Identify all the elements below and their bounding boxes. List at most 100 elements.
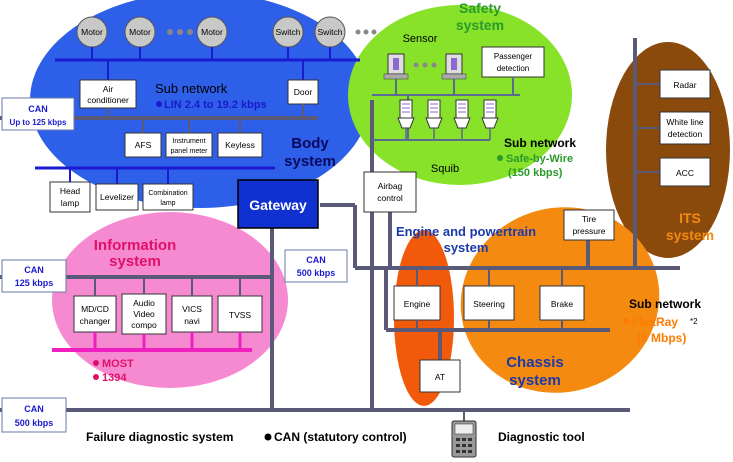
svg-text:pressure: pressure — [572, 226, 605, 236]
svg-text:panel meter: panel meter — [171, 148, 209, 155]
svg-text:Door: Door — [294, 87, 313, 97]
chassis-title-2: system — [509, 372, 561, 389]
svg-text:CAN: CAN — [24, 404, 44, 414]
svg-text:Gateway: Gateway — [249, 197, 307, 213]
safe-by-wire-label: Safe-by-Wire (150 kbps) — [497, 153, 573, 179]
svg-text:Safe-by-Wire: Safe-by-Wire — [506, 153, 573, 165]
white-line-detection-box: White line detection — [635, 111, 711, 145]
svg-text:Keyless: Keyless — [225, 140, 255, 150]
svg-text:LIN 2.4 to 19.2 kbps: LIN 2.4 to 19.2 kbps — [164, 99, 267, 111]
svg-text:conditioner: conditioner — [87, 95, 129, 105]
svg-text:lamp: lamp — [61, 198, 80, 208]
motor-2: Motor — [124, 16, 156, 48]
lin-label: LIN 2.4 to 19.2 kbps — [156, 99, 267, 111]
tvss-box: TVSS — [217, 295, 263, 333]
svg-text:Levelizer: Levelizer — [100, 192, 134, 202]
svg-text:FlexRay: FlexRay — [632, 315, 678, 329]
squib-icon — [397, 99, 415, 129]
svg-text:Motor: Motor — [201, 27, 223, 37]
svg-text:CAN: CAN — [306, 255, 326, 265]
motor-drops — [91, 47, 331, 60]
footer-tool: Diagnostic tool — [498, 430, 585, 444]
svg-text:Head: Head — [60, 186, 81, 196]
can-label-mid: CAN 500 kbps — [284, 249, 348, 283]
info-title-2: system — [109, 253, 161, 270]
sensor-icon — [441, 53, 467, 80]
motor-1: Motor — [76, 16, 108, 48]
engine-system-title-2: system — [444, 240, 489, 255]
ellipsis-dots — [355, 29, 377, 35]
svg-text:Switch: Switch — [275, 27, 300, 37]
switch-1: Switch — [272, 16, 304, 48]
svg-text:AT: AT — [435, 372, 445, 382]
steering-box: Steering — [463, 285, 515, 321]
svg-text:MOST: MOST — [102, 358, 134, 370]
svg-text:Audio: Audio — [133, 298, 155, 308]
safety-title-2: system — [456, 17, 504, 33]
svg-text:Air: Air — [103, 84, 114, 94]
svg-text:White line: White line — [666, 117, 704, 127]
chassis-drops — [416, 268, 563, 330]
squib-icon — [481, 99, 499, 129]
squib-drops — [405, 128, 491, 140]
keyless-box: Keyless — [217, 132, 263, 158]
ellipsis-dots — [413, 62, 437, 68]
switch-2: Switch — [314, 16, 346, 48]
can-label-bottom: CAN 500 kbps — [1, 397, 67, 433]
tire-pressure-box: Tire pressure — [563, 209, 615, 241]
chassis-subnet-title: Sub network — [629, 297, 701, 311]
chassis-title: Chassis — [506, 354, 564, 371]
svg-text:ACC: ACC — [676, 168, 694, 178]
md-cd-changer-box: MD/CD changer — [73, 295, 117, 333]
info-drops — [94, 277, 241, 296]
squib-icon — [425, 99, 443, 129]
levelizer-box: Levelizer — [95, 168, 139, 211]
svg-text:Passenger: Passenger — [494, 52, 533, 61]
engine-box: Engine — [393, 285, 441, 321]
svg-text:Steering: Steering — [473, 299, 505, 309]
svg-text:500 kbps: 500 kbps — [15, 418, 54, 428]
passenger-detection-box: Passenger detection — [481, 46, 545, 78]
body-system-title: Body — [291, 135, 329, 152]
svg-text:(150 kbps): (150 kbps) — [508, 167, 563, 179]
can-label-top: CAN Up to 125 kbps — [1, 97, 75, 131]
svg-text:Brake: Brake — [551, 299, 573, 309]
svg-text:control: control — [377, 193, 403, 203]
squib-icon — [453, 99, 471, 129]
svg-text:125 kbps: 125 kbps — [15, 278, 54, 288]
vics-navi-box: VICS navi — [171, 295, 213, 333]
air-conditioner-box: Air conditioner — [79, 60, 137, 109]
engine-system-title: Engine and powertrain — [396, 224, 536, 239]
svg-text:compo: compo — [131, 320, 157, 330]
at-box: AT — [419, 359, 461, 393]
body-system-title-2: system — [284, 153, 336, 170]
gateway-box: Gateway — [237, 179, 319, 229]
svg-text:Airbag: Airbag — [378, 181, 403, 191]
brake-box: Brake — [539, 285, 585, 321]
svg-text:(5 Mbps): (5 Mbps) — [637, 331, 686, 345]
sensor-icon — [383, 53, 409, 80]
ellipsis-dots — [167, 29, 193, 35]
info-title: Information — [94, 237, 177, 254]
most-label: MOST 1394 — [93, 358, 134, 384]
svg-text:1394: 1394 — [102, 372, 127, 384]
its-title-2: system — [666, 227, 714, 243]
sensor-label: Sensor — [403, 33, 438, 45]
footer-failure: Failure diagnostic system — [86, 430, 233, 444]
radar-box: Radar — [635, 69, 711, 99]
acc-box: ACC — [635, 157, 711, 187]
information-system-blob — [52, 212, 288, 388]
afs-box: AFS — [124, 132, 162, 158]
footer-can: CAN (statutory control) — [274, 430, 407, 444]
audio-video-compo-box: Audio Video compo — [121, 293, 167, 335]
svg-text:changer: changer — [80, 316, 111, 326]
svg-text:MD/CD: MD/CD — [81, 304, 109, 314]
svg-text:lamp: lamp — [160, 200, 175, 207]
svg-text:Combination: Combination — [148, 190, 187, 197]
svg-text:Switch: Switch — [317, 27, 342, 37]
squib-label: Squib — [431, 163, 459, 175]
its-title: ITS — [679, 210, 701, 226]
flexray-label: FlexRay *2 (5 Mbps) — [623, 315, 698, 345]
most-drops — [93, 332, 242, 350]
